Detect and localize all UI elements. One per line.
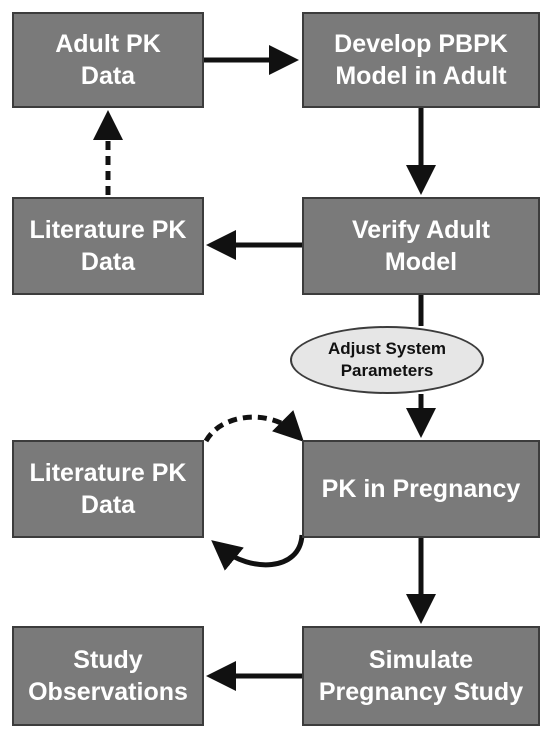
literature-pk-data-box-1: Literature PK Data [12,197,204,295]
pk-in-pregnancy-box: PK in Pregnancy [302,440,540,538]
simulate-pregnancy-study-label: Simulate Pregnancy Study [318,646,524,706]
arrow-pk-pregnancy-to-literature-curved [211,534,305,571]
literature-pk-data-label-1: Literature PK Data [29,216,187,276]
pk-in-pregnancy-label: PK in Pregnancy [321,475,521,503]
adjust-system-parameters-ellipse: Adjust System Parameters [290,326,484,394]
adult-pk-data-box: Adult PK Data [12,12,204,108]
adult-pk-data-label: Adult PK Data [55,30,161,90]
develop-pbpk-model-label: Develop PBPK Model in Adult [334,30,508,90]
verify-adult-model-label: Verify Adult Model [352,216,490,276]
arrow-literature-to-pk-pregnancy-dotted [203,410,304,443]
develop-pbpk-model-box: Develop PBPK Model in Adult [302,12,540,108]
verify-adult-model-box: Verify Adult Model [302,197,540,295]
study-observations-box: Study Observations [12,626,204,726]
literature-pk-data-label-2: Literature PK Data [29,459,187,519]
simulate-pregnancy-study-box: Simulate Pregnancy Study [302,626,540,726]
literature-pk-data-box-2: Literature PK Data [12,440,204,538]
adjust-system-parameters-label: Adjust System Parameters [327,338,447,380]
study-observations-label: Study Observations [28,646,188,706]
